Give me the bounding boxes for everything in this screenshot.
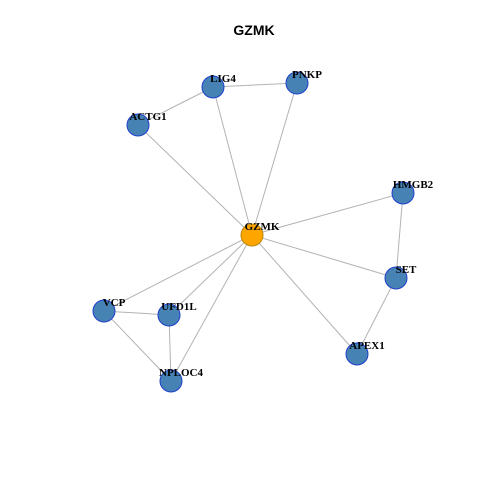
node-label: NPLOC4 (159, 367, 204, 379)
edge-gzmk-nploc4 (170, 234, 253, 382)
node-label: UFD1L (161, 301, 196, 313)
node-label: VCP (103, 297, 126, 309)
edge-gzmk-actg1 (137, 124, 253, 236)
node-gzmk[interactable]: GZMK (240, 221, 280, 247)
node-ufd1l[interactable]: UFD1L (157, 301, 197, 327)
edge-gzmk-vcp (103, 234, 253, 312)
node-label: PNKP (292, 69, 322, 81)
edge-set-apex1 (356, 277, 397, 355)
node-label: LIG4 (210, 73, 236, 85)
graph-title: GZMK (233, 22, 274, 38)
node-vcp[interactable]: VCP (92, 297, 126, 323)
edge-gzmk-lig4 (212, 86, 253, 236)
node-label: APEX1 (349, 340, 384, 352)
edge-gzmk-hmgb2 (251, 192, 404, 236)
node-label: GZMK (245, 221, 280, 233)
node-pnkp[interactable]: PNKP (285, 69, 322, 95)
node-circle[interactable] (384, 266, 408, 290)
edge-lig4-pnkp (212, 82, 298, 88)
node-circle[interactable] (345, 342, 369, 366)
node-set[interactable]: SET (384, 264, 417, 290)
node-label: HMGB2 (393, 179, 434, 191)
node-circle[interactable] (157, 303, 181, 327)
node-hmgb2[interactable]: HMGB2 (391, 179, 434, 205)
node-lig4[interactable]: LIG4 (201, 73, 236, 99)
node-label: ACTG1 (129, 111, 166, 123)
node-circle[interactable] (126, 113, 150, 137)
node-nploc4[interactable]: NPLOC4 (159, 367, 204, 393)
node-actg1[interactable]: ACTG1 (126, 111, 167, 137)
edge-vcp-nploc4 (103, 310, 172, 382)
node-apex1[interactable]: APEX1 (345, 340, 385, 366)
node-label: SET (396, 264, 417, 276)
edge-hmgb2-set (395, 192, 404, 279)
node-circle[interactable] (285, 71, 309, 95)
node-circle[interactable] (92, 299, 116, 323)
edge-gzmk-set (251, 234, 397, 279)
edge-gzmk-ufd1l (168, 234, 253, 316)
node-circle[interactable] (391, 181, 415, 205)
node-circle[interactable] (201, 75, 225, 99)
edge-gzmk-pnkp (251, 82, 298, 236)
edge-lig4-actg1 (137, 86, 214, 126)
node-circle[interactable] (240, 223, 264, 247)
edge-gzmk-apex1 (251, 234, 358, 355)
node-circle[interactable] (159, 369, 183, 393)
